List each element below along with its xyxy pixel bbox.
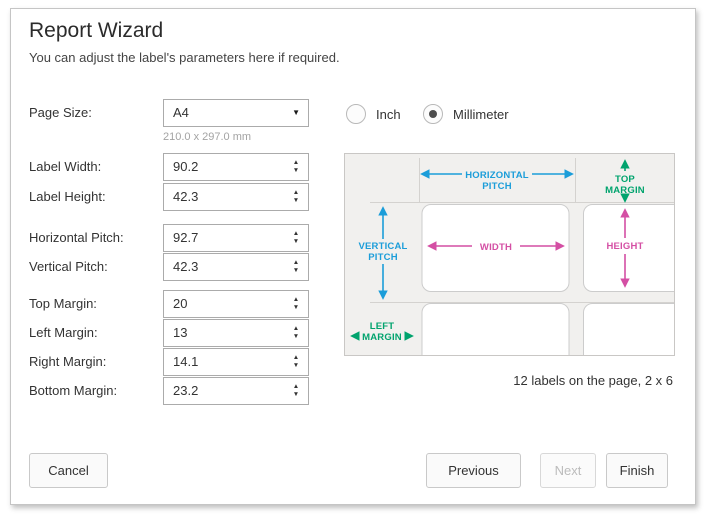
spin-up-icon[interactable]: ▲	[292, 325, 300, 332]
radio-selected-icon[interactable]	[423, 104, 443, 124]
report-wizard-dialog: Report Wizard You can adjust the label's…	[10, 8, 696, 505]
label-height-value: 42.3	[173, 189, 199, 204]
label-width-value: 90.2	[173, 159, 199, 174]
radio-circle-icon[interactable]	[346, 104, 366, 124]
top-margin-input[interactable]: 20 ▲▼	[163, 290, 309, 318]
label-width-row: Label Width: 90.2 ▲▼	[11, 153, 695, 181]
spin-down-icon[interactable]: ▼	[292, 391, 300, 398]
spin-up-icon[interactable]: ▲	[292, 189, 300, 196]
label-cell	[421, 204, 570, 292]
page-size-caption: 210.0 x 297.0 mm	[163, 131, 252, 143]
radio-inch[interactable]: Inch	[346, 104, 401, 124]
left-margin-input[interactable]: 13 ▲▼	[163, 319, 309, 347]
spin-up-icon[interactable]: ▲	[292, 159, 300, 166]
label-cell	[583, 204, 674, 292]
horizontal-pitch-annotation: HORIZONTAL	[465, 170, 529, 181]
label-cell	[583, 303, 674, 355]
previous-button[interactable]: Previous	[426, 453, 521, 488]
page-subtitle: You can adjust the label's parameters he…	[29, 50, 340, 65]
spinner-buttons[interactable]: ▲▼	[288, 350, 304, 374]
radio-inch-label: Inch	[376, 106, 401, 122]
right-margin-input[interactable]: 14.1 ▲▼	[163, 348, 309, 376]
vertical-pitch-annotation: PITCH	[368, 252, 398, 263]
spin-down-icon[interactable]: ▼	[292, 333, 300, 340]
page-title: Report Wizard	[29, 19, 164, 42]
horizontal-pitch-label: Horizontal Pitch:	[29, 230, 124, 245]
label-height-row: Label Height: 42.3 ▲▼	[11, 183, 695, 211]
spinner-buttons[interactable]: ▲▼	[288, 379, 304, 403]
vertical-pitch-label: Vertical Pitch:	[29, 259, 108, 274]
label-height-input[interactable]: 42.3 ▲▼	[163, 183, 309, 211]
right-margin-row: Right Margin: 14.1 ▲▼	[11, 348, 695, 376]
top-margin-row: Top Margin: 20 ▲▼	[11, 290, 695, 318]
bottom-margin-row: Bottom Margin: 23.2 ▲▼	[11, 377, 695, 405]
spin-down-icon[interactable]: ▼	[292, 197, 300, 204]
horizontal-pitch-value: 92.7	[173, 230, 199, 245]
spin-down-icon[interactable]: ▼	[292, 362, 300, 369]
horizontal-pitch-input[interactable]: 92.7 ▲▼	[163, 224, 309, 252]
spin-down-icon[interactable]: ▼	[292, 238, 300, 245]
top-margin-annotation: MARGIN	[605, 185, 645, 196]
right-margin-value: 14.1	[173, 354, 199, 369]
spinner-buttons[interactable]: ▲▼	[288, 155, 304, 179]
spin-up-icon[interactable]: ▲	[292, 230, 300, 237]
height-annotation: HEIGHT	[606, 241, 643, 252]
spin-up-icon[interactable]: ▲	[292, 296, 300, 303]
label-cell	[421, 303, 570, 355]
label-layout-diagram: HORIZONTAL PITCH TOP MARGIN VERTICAL PIT…	[344, 153, 675, 356]
bottom-margin-value: 23.2	[173, 383, 199, 398]
spin-down-icon[interactable]: ▼	[292, 167, 300, 174]
top-margin-label: Top Margin:	[29, 296, 97, 311]
label-width-label: Label Width:	[29, 159, 102, 174]
spinner-buttons[interactable]: ▲▼	[288, 255, 304, 279]
page-size-value: A4	[173, 105, 189, 120]
page-size-label: Page Size:	[29, 105, 92, 120]
spin-down-icon[interactable]: ▼	[292, 267, 300, 274]
spin-up-icon[interactable]: ▲	[292, 259, 300, 266]
vertical-pitch-input[interactable]: 42.3 ▲▼	[163, 253, 309, 281]
bottom-margin-label: Bottom Margin:	[29, 383, 118, 398]
left-margin-row: Left Margin: 13 ▲▼	[11, 319, 695, 347]
chevron-down-icon[interactable]: ▼	[292, 108, 300, 117]
label-width-input[interactable]: 90.2 ▲▼	[163, 153, 309, 181]
page-size-dropdown[interactable]: A4 ▼	[163, 99, 309, 127]
spinner-buttons[interactable]: ▲▼	[288, 321, 304, 345]
right-margin-label: Right Margin:	[29, 354, 107, 369]
page-size-row: Page Size: A4 ▼	[11, 99, 695, 127]
cancel-button[interactable]: Cancel	[29, 453, 108, 488]
vertical-pitch-value: 42.3	[173, 259, 199, 274]
spinner-buttons[interactable]: ▲▼	[288, 226, 304, 250]
radio-millimeter-label: Millimeter	[453, 106, 509, 122]
label-height-label: Label Height:	[29, 189, 106, 204]
left-margin-annotation: LEFT	[370, 321, 395, 332]
horizontal-pitch-annotation: PITCH	[482, 181, 512, 192]
horizontal-pitch-row: Horizontal Pitch: 92.7 ▲▼	[11, 224, 695, 252]
diagram-svg: HORIZONTAL PITCH TOP MARGIN VERTICAL PIT…	[350, 158, 674, 355]
spin-up-icon[interactable]: ▲	[292, 354, 300, 361]
next-button: Next	[540, 453, 596, 488]
left-margin-annotation: MARGIN	[362, 332, 402, 343]
left-margin-value: 13	[173, 325, 188, 340]
left-margin-label: Left Margin:	[29, 325, 98, 340]
width-annotation: WIDTH	[480, 242, 512, 253]
vertical-pitch-row: Vertical Pitch: 42.3 ▲▼	[11, 253, 695, 281]
spinner-buttons[interactable]: ▲▼	[288, 292, 304, 316]
spinner-buttons[interactable]: ▲▼	[288, 185, 304, 209]
top-margin-value: 20	[173, 296, 188, 311]
labels-summary: 12 labels on the page, 2 x 6	[513, 373, 673, 388]
finish-button[interactable]: Finish	[606, 453, 668, 488]
vertical-pitch-annotation: VERTICAL	[358, 241, 407, 252]
bottom-margin-input[interactable]: 23.2 ▲▼	[163, 377, 309, 405]
radio-millimeter[interactable]: Millimeter	[423, 104, 509, 124]
top-margin-annotation: TOP	[615, 174, 635, 185]
spin-down-icon[interactable]: ▼	[292, 304, 300, 311]
spin-up-icon[interactable]: ▲	[292, 383, 300, 390]
